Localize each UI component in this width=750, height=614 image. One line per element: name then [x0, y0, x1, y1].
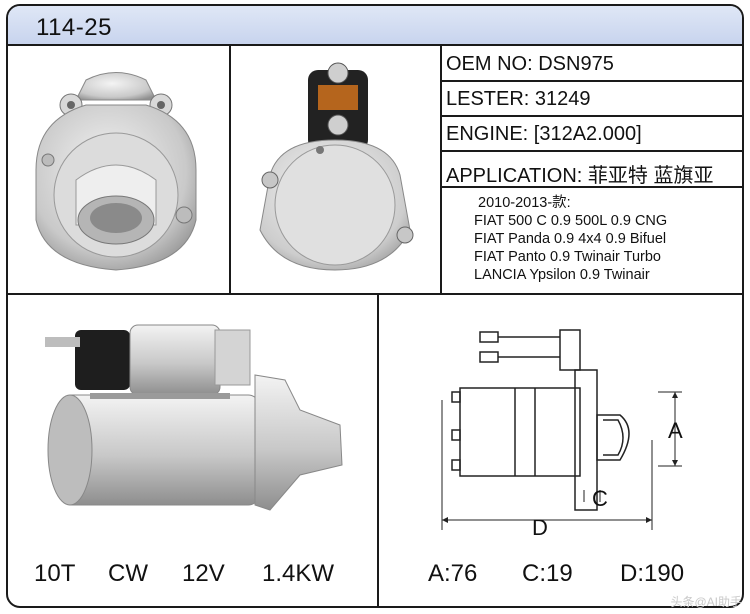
application-brands: APPLICATION: 菲亚特 蓝旗亚	[446, 165, 714, 187]
lester-number: LESTER: 31249	[446, 88, 591, 110]
starter-front-view-image	[35, 72, 197, 271]
dimension-a-value: A:76	[428, 560, 478, 587]
divider-bottom	[377, 293, 379, 606]
dimension-drawing: A C D	[441, 329, 683, 540]
solenoid-terminal-box	[559, 329, 581, 371]
title-bar: 114-25	[8, 6, 742, 46]
watermark: 头条@AI助手	[670, 595, 742, 609]
spec-row-line-3	[440, 150, 744, 152]
rotation-direction: CW	[108, 560, 148, 587]
voltage-rating: 12V	[182, 560, 225, 587]
dimension-c-value: C:19	[522, 560, 573, 587]
dimension-label-d: D	[532, 515, 548, 540]
pinion-housing	[596, 414, 630, 461]
terminal-bottom	[479, 351, 499, 363]
application-item: LANCIA Ypsilon 0.9 Twinair	[474, 267, 650, 283]
part-number-title: 114-25	[36, 14, 112, 41]
application-list: 2010-2013-款: FIAT 500 C 0.9 500L 0.9 CNG…	[474, 194, 667, 284]
spec-row-line-4	[440, 186, 744, 188]
starter-rear-view-image	[259, 62, 414, 271]
power-rating: 1.4KW	[262, 560, 335, 587]
dimension-label-a: A	[668, 418, 683, 443]
oem-number: OEM NO: DSN975	[446, 53, 614, 75]
engine-code: ENGINE: [312A2.000]	[446, 123, 642, 145]
teeth-count: 10T	[34, 560, 76, 587]
divider-top-2	[440, 44, 442, 294]
application-item: FIAT 500 C 0.9 500L 0.9 CNG	[474, 213, 668, 229]
spec-row-line-2	[440, 115, 744, 117]
application-item: FIAT Panda 0.9 4x4 0.9 Bifuel	[474, 231, 667, 247]
motor-body	[459, 387, 581, 477]
divider-top-1	[229, 44, 231, 294]
starter-side-view-image	[45, 324, 343, 511]
application-item: FIAT Panto 0.9 Twinair Turbo	[474, 249, 661, 265]
spec-row-line-1	[440, 80, 744, 82]
terminal-top	[479, 331, 499, 343]
dimension-label-c: C	[592, 486, 608, 511]
application-years: 2010-2013-款:	[478, 195, 571, 211]
divider-middle	[6, 293, 744, 295]
dimension-d-value: D:190	[620, 560, 685, 587]
